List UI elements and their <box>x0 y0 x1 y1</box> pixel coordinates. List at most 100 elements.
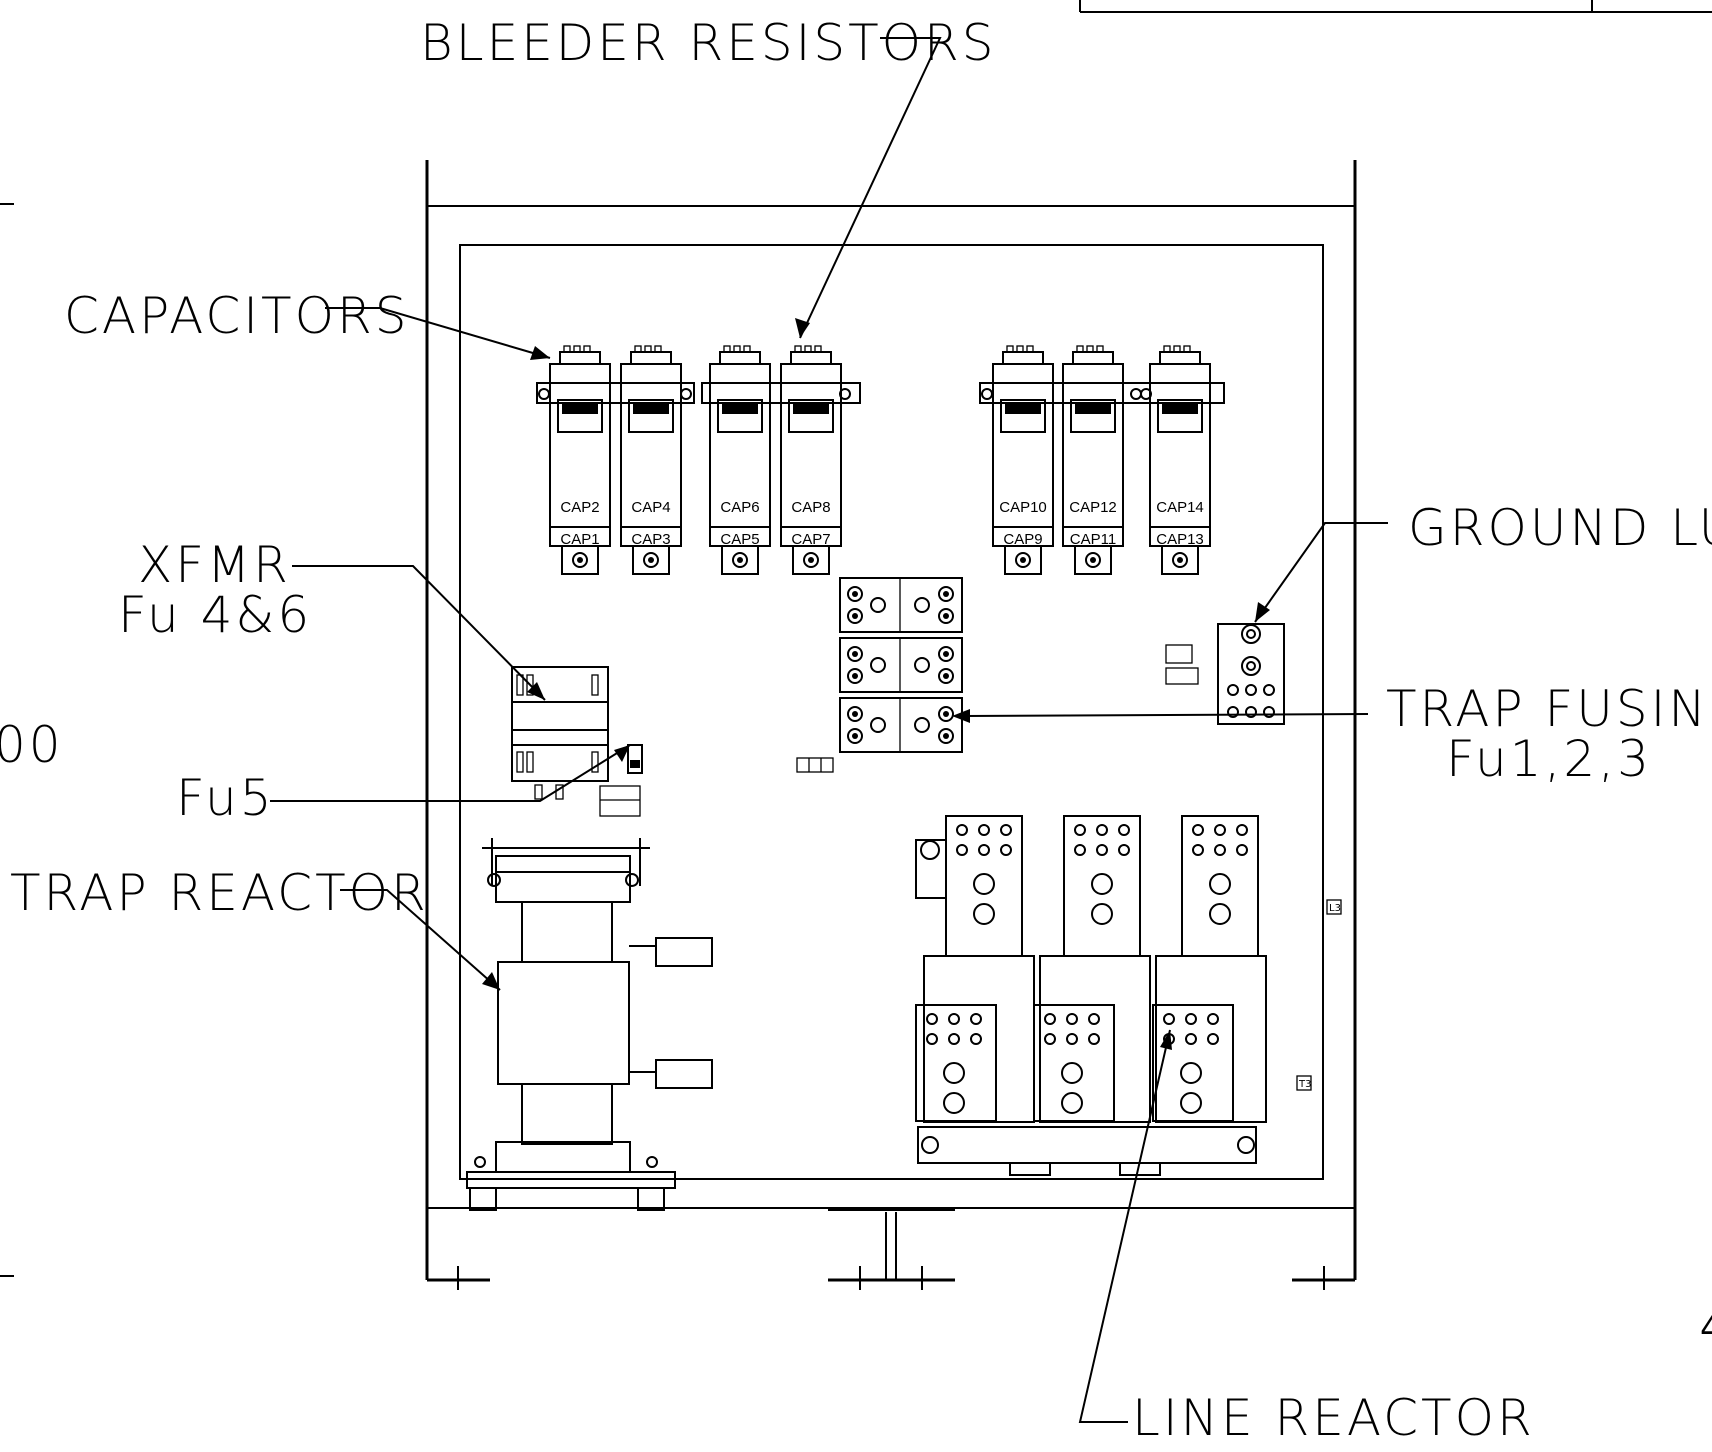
terminal-hole <box>1074 824 1086 836</box>
tag-box-2 <box>1296 1075 1312 1091</box>
terminal-hole <box>956 824 968 836</box>
terminal-hole <box>978 844 990 856</box>
stud-hole <box>1209 873 1231 895</box>
fuse-fu5[interactable] <box>599 744 643 817</box>
trap-reactor[interactable] <box>466 838 713 1211</box>
capacitor-label-top: CAP6 <box>720 499 759 516</box>
stud-hole <box>973 873 995 895</box>
terminal-hole <box>1044 1033 1056 1045</box>
capacitor-label-bottom: CAP3 <box>631 531 670 548</box>
terminal-hole <box>1118 824 1130 836</box>
terminal-hole <box>970 1013 982 1025</box>
capacitor-label-bottom: CAP1 <box>560 531 599 548</box>
terminal-hole <box>1088 1013 1100 1025</box>
capacitor-bank: CAP2CAP1CAP4CAP3CAP6CAP5CAP8CAP7CAP10CAP… <box>549 345 1211 575</box>
terminal-hole <box>970 1033 982 1045</box>
label-fu5: Fu5 <box>176 769 275 827</box>
capacitor-label-top: CAP10 <box>999 499 1047 516</box>
terminal-hole <box>1000 844 1012 856</box>
terminal-hole <box>1000 824 1012 836</box>
capacitor-label-bottom: CAP7 <box>791 531 830 548</box>
trap-fuse-blocks <box>796 577 963 773</box>
label-capacitors: CAPACITORS <box>64 287 409 345</box>
tag-text-1: L3 <box>1329 903 1341 914</box>
terminal-hole <box>1192 824 1204 836</box>
stud-hole <box>1091 903 1113 925</box>
terminal-hole <box>1192 844 1204 856</box>
capacitor-label-top: CAP2 <box>560 499 599 516</box>
terminal-hole <box>1118 844 1130 856</box>
label-bleeder-resistors: BLEEDER RESISTORS <box>420 14 996 72</box>
terminal-hole <box>1207 1013 1219 1025</box>
terminal-hole <box>1163 1013 1175 1025</box>
label-xfmr-fuses: Fu 4&6 <box>118 586 312 644</box>
label-line-reactor: LINE REACTOR <box>1132 1389 1535 1447</box>
capacitor-label-top: CAP12 <box>1069 499 1117 516</box>
terminal-hole <box>948 1013 960 1025</box>
label-xfmr: XFMR <box>138 536 291 594</box>
terminal-hole <box>1088 1033 1100 1045</box>
tag-box-1 <box>1326 899 1342 915</box>
stud-hole <box>973 903 995 925</box>
capacitor-label-top: CAP14 <box>1156 499 1204 516</box>
fuse-block-2[interactable] <box>839 637 963 693</box>
terminal-hole <box>926 1033 938 1045</box>
stud-hole <box>943 1062 965 1084</box>
terminal-hole <box>1207 1033 1219 1045</box>
enclosure <box>425 160 1357 1290</box>
capacitor-label-bottom: CAP9 <box>1003 531 1042 548</box>
capacitor-label-top: CAP4 <box>631 499 670 516</box>
terminal-hole <box>1236 844 1248 856</box>
terminal-hole <box>1096 844 1108 856</box>
stud-hole <box>1209 903 1231 925</box>
capacitor-label-top: CAP8 <box>791 499 830 516</box>
stud-hole <box>1061 1092 1083 1114</box>
stud-hole <box>1061 1062 1083 1084</box>
capacitor-label-bottom: CAP5 <box>720 531 759 548</box>
terminal-hole <box>1185 1013 1197 1025</box>
leader-lines <box>270 37 1388 1423</box>
terminal-hole <box>1066 1013 1078 1025</box>
control-transformer[interactable] <box>511 666 609 800</box>
terminal-hole <box>956 844 968 856</box>
stud-hole <box>1180 1062 1202 1084</box>
terminal-hole <box>948 1033 960 1045</box>
label-trap-reactor: TRAP REACTOR <box>10 864 429 922</box>
capacitor-label-bottom: CAP11 <box>1070 531 1116 548</box>
stud-hole <box>943 1092 965 1114</box>
line-reactor-coils <box>915 955 1267 1123</box>
capacitor-label-bottom: CAP13 <box>1156 531 1204 548</box>
fuse-block-1[interactable] <box>839 577 963 633</box>
terminal-hole <box>1066 1033 1078 1045</box>
terminal-hole <box>1214 844 1226 856</box>
edge-label-right: 4 <box>1700 1309 1712 1349</box>
small-nameplates <box>1165 644 1199 685</box>
stud-hole <box>1180 1092 1202 1114</box>
terminal-hole <box>1236 824 1248 836</box>
edge-label-left: 00 <box>0 716 64 774</box>
line-reactor-terminals <box>915 815 1259 957</box>
tag-text-2: T3 <box>1298 1079 1311 1090</box>
terminal-hole <box>1214 824 1226 836</box>
line-reactor[interactable] <box>915 815 1267 1176</box>
fuse-block-3[interactable] <box>839 697 963 753</box>
terminal-hole <box>926 1013 938 1025</box>
label-trap-fusing: TRAP FUSING. <box>1386 680 1712 738</box>
line-reactor-terminal-holes <box>926 824 1248 1114</box>
terminal-hole <box>1185 1033 1197 1045</box>
terminal-hole <box>1044 1013 1056 1025</box>
ground-lug[interactable] <box>1217 623 1285 725</box>
stud-hole <box>1091 873 1113 895</box>
terminal-hole <box>978 824 990 836</box>
terminal-hole <box>1074 844 1086 856</box>
title-block-fragment <box>1079 0 1712 13</box>
label-ground-lug: GROUND LUG. <box>1408 499 1712 557</box>
